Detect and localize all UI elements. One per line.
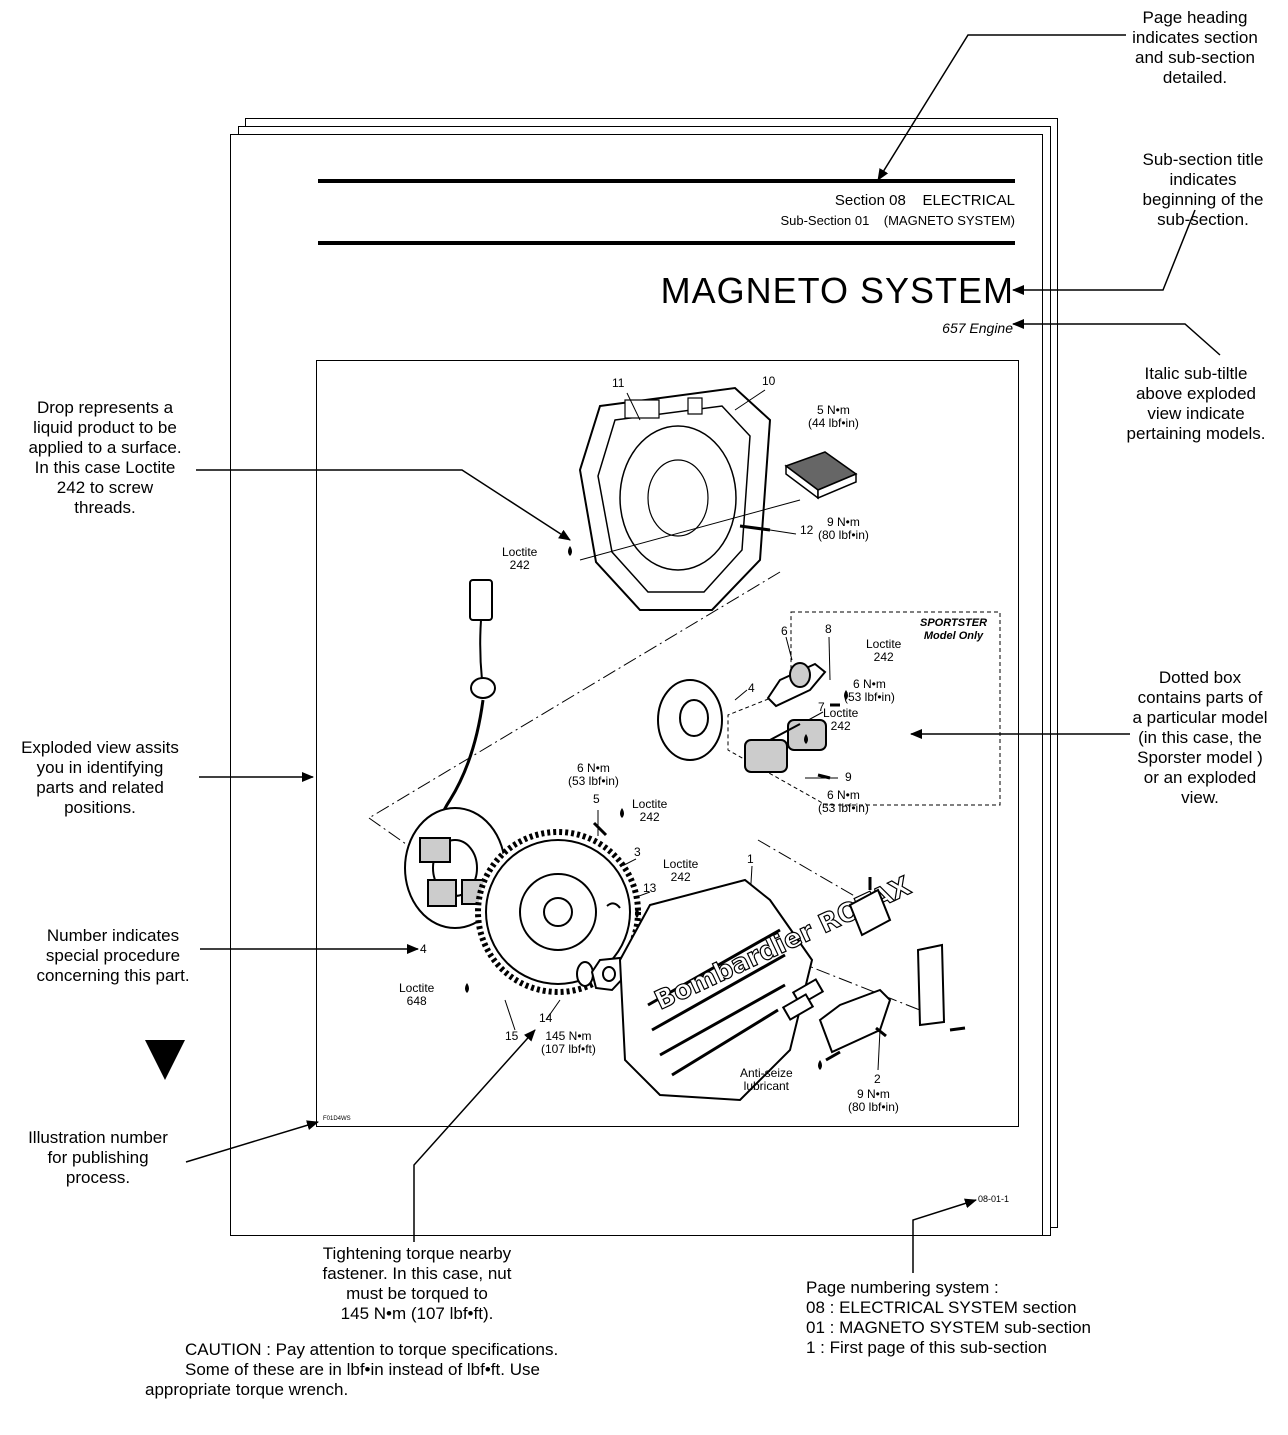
front-page: [230, 134, 1043, 1236]
label-torque-145: 145 N•m(107 lbf•ft): [541, 1029, 596, 1056]
label-part-6: 6: [781, 624, 788, 638]
label-torque-6nm-8: 6 N•m(53 lbf•in): [844, 677, 895, 704]
illustration-frame: [316, 360, 1019, 1127]
arrow-page-heading: [877, 34, 1126, 181]
label-part-2: 2: [874, 1072, 881, 1086]
label-part-4: 4: [420, 942, 427, 956]
label-part-3: 3: [634, 845, 641, 859]
arrow-drop: [196, 469, 571, 541]
arrow-page-number: [912, 1198, 977, 1273]
label-part-4-sportster: 4: [748, 681, 755, 695]
label-part-12: 11: [612, 376, 625, 390]
section-line: Section 08 ELECTRICAL: [834, 192, 1015, 209]
header-rule-top: [318, 179, 1015, 183]
label-part-9: 9: [845, 770, 852, 784]
header-rule-bottom: [318, 241, 1015, 245]
caution-note: CAUTION : Pay attention to torque specif…: [145, 1340, 559, 1399]
label-part-7: 7: [818, 700, 825, 714]
label-part-5: 5: [593, 792, 600, 806]
label-part-15: 14: [539, 1011, 553, 1025]
subtitle: 657 Engine: [942, 320, 1013, 336]
arrow-illustration: [185, 1120, 319, 1163]
label-part-10: 15: [505, 1029, 519, 1043]
label-torque-9nm-2: 9 N•m(80 lbf•in): [848, 1087, 899, 1114]
arrow-italic-subtitle: [1012, 319, 1221, 356]
label-torque-6nm-9: 6 N•m(53 lbf•in): [818, 788, 869, 815]
label-part-8: 8: [825, 622, 832, 636]
label-part-11: 10: [762, 374, 776, 388]
page-number: 08-01-1: [978, 1194, 1010, 1204]
label-torque-5nm: 5 N•m(44 lbf•in): [808, 403, 859, 430]
arrow-subsection-title: [1012, 209, 1196, 295]
subsection-line: Sub-Section 01 (MAGNETO SYSTEM): [780, 213, 1015, 228]
label-part-1: 1: [747, 852, 754, 866]
drop-icon: [465, 546, 848, 1070]
callout-page-numbering: Page numbering system :08 : ELECTRICAL S…: [806, 1278, 1091, 1357]
label-part-13: 12: [800, 523, 814, 537]
main-title: MAGNETO SYSTEM: [660, 270, 1014, 311]
illustration-number: F01D4WS: [323, 1116, 351, 1122]
label-torque-6nm-5: 6 N•m(53 lbf•in): [568, 761, 619, 788]
caution-triangle-icon: [145, 1040, 185, 1080]
label-part-14: 13: [643, 881, 657, 895]
arrow-torque: [413, 1029, 536, 1242]
label-torque-9nm-13: 9 N•m(80 lbf•in): [818, 515, 869, 542]
